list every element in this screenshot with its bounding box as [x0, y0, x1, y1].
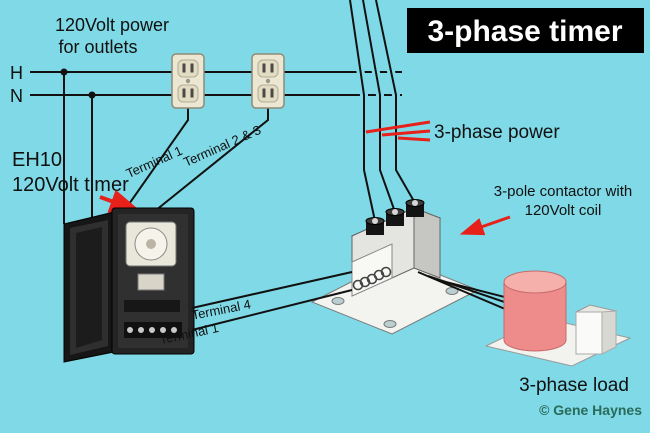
- timer-door-panel: [76, 227, 102, 348]
- timer-terminal-screws: [127, 327, 177, 333]
- load-label: 3-phase load: [519, 375, 629, 396]
- mounting-hole: [331, 297, 345, 305]
- load-cylinder-top: [503, 270, 567, 294]
- contactor-note-line2: 120Volt coil: [525, 202, 602, 219]
- mounting-hole: [383, 320, 397, 328]
- load-cylinder: [503, 281, 567, 352]
- terminal-screw: [392, 209, 398, 215]
- terminal-screw: [412, 200, 418, 206]
- junction-box-side: [601, 310, 617, 355]
- timer-device: [63, 207, 195, 363]
- timer-model-label: EH10: [12, 149, 62, 171]
- timer-dial-hub: [146, 239, 156, 249]
- three-phase-power-label: 3-phase power: [434, 122, 560, 143]
- neutral-label: N: [10, 86, 23, 106]
- three-phase-load: [484, 270, 632, 367]
- timer-outlet-wires: [121, 108, 269, 216]
- outlet-2: [251, 53, 285, 109]
- terminal-4-wire: [191, 271, 353, 309]
- terminal-2-3-wire: [149, 108, 269, 216]
- outlets-note-line2: for outlets: [58, 37, 137, 57]
- timer-contactor-wires: [191, 271, 353, 331]
- phase-line-1: [349, 0, 376, 222]
- red-pointer-2-icon: [381, 129, 431, 137]
- red-pointer-1-icon: [365, 120, 431, 134]
- outlet-1: [171, 53, 205, 109]
- hot-label: H: [10, 63, 23, 83]
- contactor-callout-arrow-icon: [459, 215, 511, 236]
- title-banner-box: [407, 8, 644, 53]
- terminal-1-wire-upper: [121, 108, 189, 215]
- contactor-callout: 3-pole contactor with 120Volt coil: [459, 183, 632, 236]
- timer-desc-label: 120Volt timer: [12, 174, 129, 196]
- red-pointer-3-icon: [397, 136, 431, 142]
- timer-label-plate: [137, 273, 165, 291]
- contactor-note-line1: 3-pole contactor with: [494, 183, 632, 200]
- three-phase-power-callout: 3-phase power: [365, 120, 560, 143]
- terminal-screw: [372, 218, 378, 224]
- copyright-text: © Gene Haynes: [539, 402, 642, 418]
- load-junction-box: [574, 304, 618, 355]
- title-banner: 3-phase timer: [407, 8, 644, 53]
- contactor-side-face: [413, 207, 441, 279]
- phase-line-2: [362, 0, 396, 213]
- coil-winding: [352, 266, 392, 291]
- contactor-terminals: [365, 199, 425, 235]
- outlets-note-line1: 120Volt power: [55, 15, 169, 35]
- terminal-1-wire-lower: [191, 289, 353, 331]
- hot-neutral-lines: [30, 68, 402, 224]
- junction-box-front: [575, 311, 603, 355]
- timer-switch-block: [124, 300, 180, 312]
- page-title: 3-phase timer: [427, 15, 622, 48]
- contactor: [310, 199, 480, 335]
